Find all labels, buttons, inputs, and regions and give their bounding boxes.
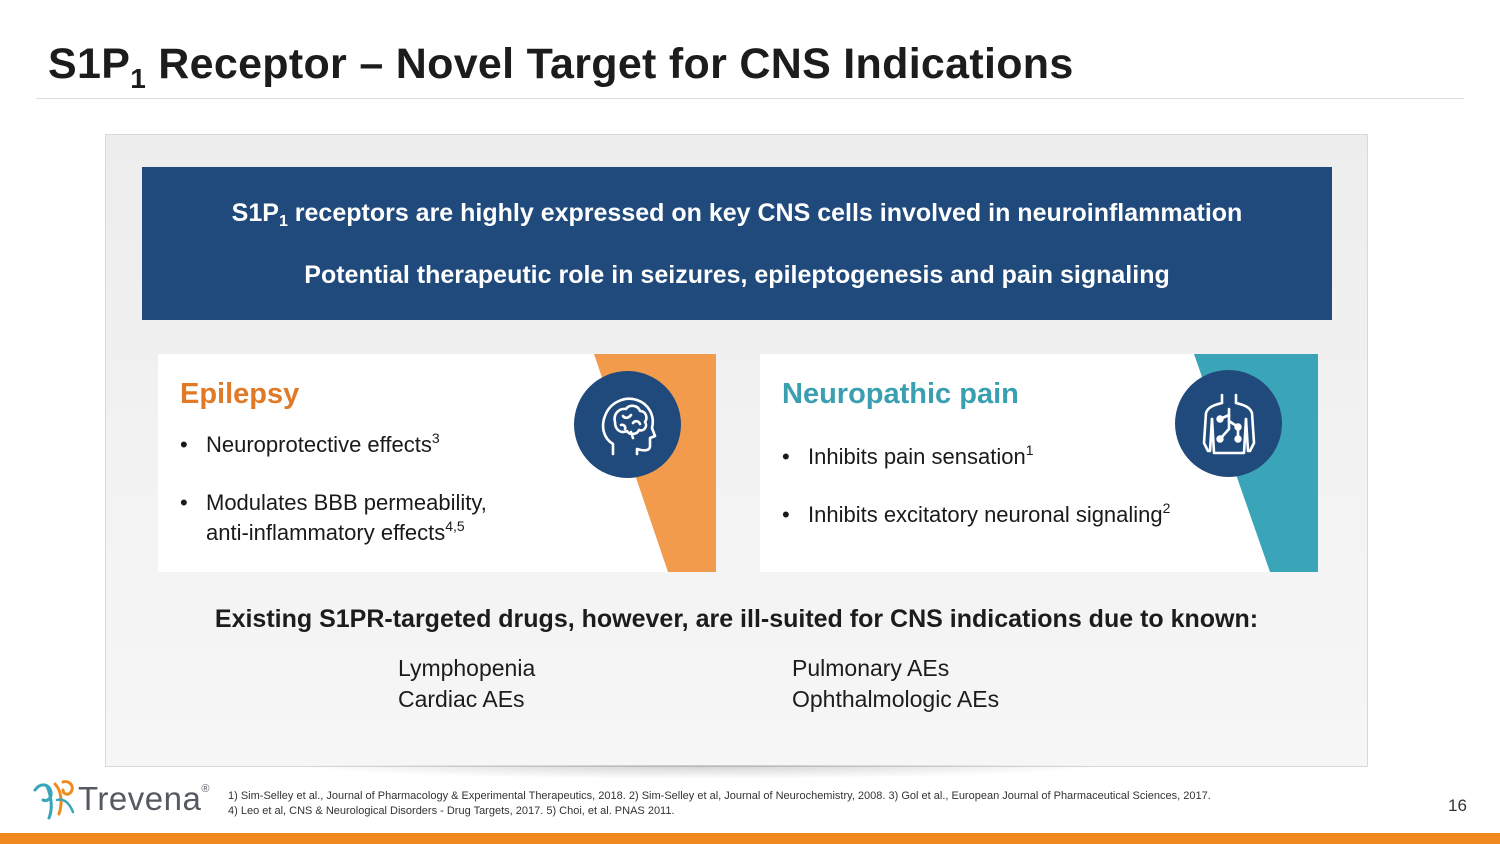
adverse-effects-left: Lymphopenia Cardiac AEs: [398, 653, 535, 715]
slide-title: S1P1 Receptor – Novel Target for CNS Ind…: [48, 40, 1074, 94]
reference-line: 1) Sim-Selley et al., Journal of Pharmac…: [228, 790, 1211, 802]
adverse-effects-right: Pulmonary AEs Ophthalmologic AEs: [792, 653, 999, 715]
neuropathic-bullets: Inhibits pain sensation1 Inhibits excita…: [782, 442, 1170, 530]
neuropathic-bullet-pain-sensation: Inhibits pain sensation1: [782, 442, 1170, 472]
key-message-banner: S1P1 receptors are highly expressed on k…: [142, 167, 1332, 320]
epilepsy-bullet-neuroprotective: Neuroprotective effects3: [180, 430, 487, 460]
brain-head-icon: [574, 371, 681, 478]
trevena-logo-mark: [33, 780, 75, 820]
epilepsy-bullet-bbb: Modulates BBB permeability,anti-inflamma…: [180, 488, 487, 548]
neuropathic-heading: Neuropathic pain: [782, 378, 1019, 410]
epilepsy-bullets: Neuroprotective effects3 Modulates BBB p…: [180, 430, 487, 548]
existing-drugs-statement: Existing S1PR-targeted drugs, however, a…: [214, 605, 1259, 633]
banner-line-therapeutic-role: Potential therapeutic role in seizures, …: [304, 261, 1170, 289]
neuropathic-pain-card: Neuropathic pain Inhibits pain sensation…: [760, 354, 1318, 572]
trevena-logo: Trevena®: [78, 780, 210, 817]
bottom-accent-bar: [0, 833, 1500, 844]
neuropathic-bullet-excitatory: Inhibits excitatory neuronal signaling2: [782, 500, 1170, 530]
epilepsy-card: Epilepsy Neuroprotective effects3 Modula…: [158, 354, 716, 572]
banner-line-expression: S1P1 receptors are highly expressed on k…: [231, 199, 1243, 230]
page-number: 16: [1448, 796, 1467, 815]
adverse-effect-item: Lymphopenia: [398, 655, 536, 681]
reference-line: 4) Leo et al, CNS & Neurological Disorde…: [228, 805, 675, 817]
epilepsy-heading: Epilepsy: [180, 378, 300, 410]
title-divider: [36, 98, 1464, 99]
body-nerves-icon: [1175, 370, 1282, 477]
panel-shadow: [290, 765, 1110, 779]
references: 1) Sim-Selley et al., Journal of Pharmac…: [228, 789, 1211, 819]
adverse-effect-item: Pulmonary AEs: [792, 655, 950, 681]
adverse-effect-item: Ophthalmologic AEs: [792, 686, 1000, 712]
adverse-effect-item: Cardiac AEs: [398, 686, 525, 712]
